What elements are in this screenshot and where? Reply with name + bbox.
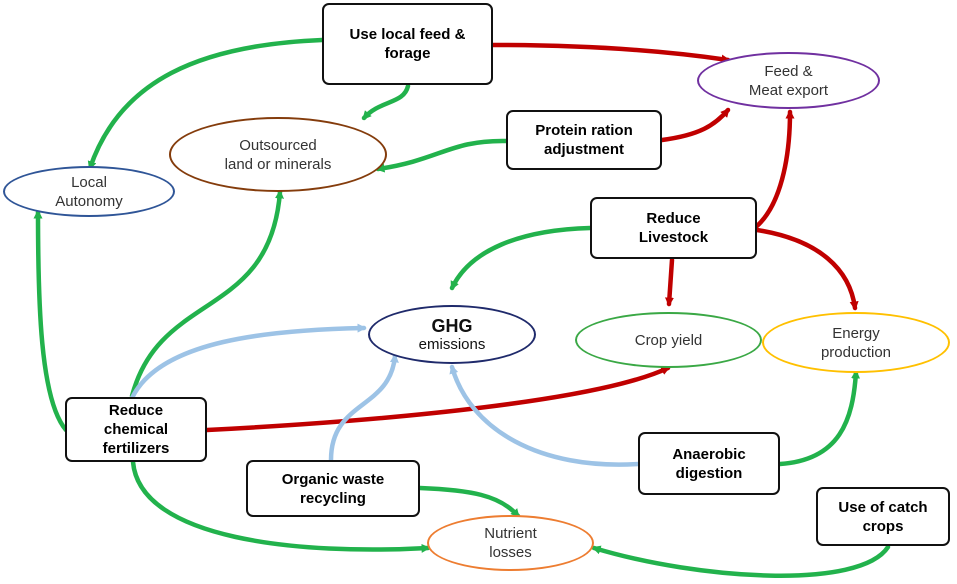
arrow-protein-to-feed-export bbox=[659, 107, 731, 143]
arrow-livestock-to-ghg bbox=[449, 225, 593, 291]
feed-meat-export-label: Feed & Meat export bbox=[748, 62, 829, 99]
crop-yield-label: Crop yield bbox=[634, 331, 703, 349]
organic-waste-label: Organic waste recycling bbox=[281, 470, 385, 507]
ghg-title: GHG bbox=[431, 315, 473, 336]
outsourced-node: Outsourced land or minerals bbox=[169, 117, 387, 192]
local-autonomy-label: Local Autonomy bbox=[55, 173, 123, 210]
arrow-catch-crops-to-nutrient bbox=[591, 544, 891, 578]
outsourced-label: Outsourced land or minerals bbox=[224, 136, 332, 173]
arrow-local-feed-to-outsourced bbox=[361, 83, 411, 121]
arrow-local-feed-to-feed-export bbox=[490, 42, 731, 64]
reduce-livestock-label: Reduce Livestock bbox=[638, 210, 709, 246]
catch-crops-box: Use of catch crops bbox=[816, 487, 950, 546]
protein-ration-label: Protein ration adjustment bbox=[535, 122, 633, 158]
ghg-subtitle: emissions bbox=[418, 335, 486, 353]
arrow-organic-waste-to-ghg bbox=[328, 353, 399, 463]
organic-waste-box: Organic waste recycling bbox=[246, 460, 420, 517]
reduce-livestock-box: Reduce Livestock bbox=[590, 197, 757, 259]
arrow-fertilizers-to-crop-yield bbox=[204, 365, 671, 433]
arrow-anaerobic-to-energy bbox=[777, 369, 861, 467]
arrow-protein-to-outsourced bbox=[375, 138, 509, 173]
arrow-local-feed-to-autonomy bbox=[87, 37, 325, 171]
arrow-livestock-to-crop-yield bbox=[664, 257, 675, 307]
arrow-livestock-to-energy bbox=[754, 227, 859, 311]
arrow-fertilizers-to-autonomy bbox=[33, 209, 69, 433]
ghg-emissions-node: GHG emissions bbox=[368, 305, 536, 364]
nutrient-losses-node: Nutrient losses bbox=[427, 515, 594, 571]
arrow-anaerobic-to-ghg bbox=[449, 364, 641, 467]
arrow-fertilizers-to-ghg bbox=[129, 323, 367, 401]
local-autonomy-node: Local Autonomy bbox=[3, 166, 175, 217]
feed-meat-export-node: Feed & Meat export bbox=[697, 52, 880, 109]
protein-ration-box: Protein ration adjustment bbox=[506, 110, 662, 170]
anaerobic-digestion-label: Anaerobic digestion bbox=[672, 445, 746, 482]
reduce-fertilizers-box: Reduce chemical fertilizers bbox=[65, 397, 207, 462]
energy-production-node: Energy production bbox=[762, 312, 950, 373]
reduce-fertilizers-label: Reduce chemical fertilizers bbox=[102, 402, 170, 457]
arrow-fertilizers-to-outsourced bbox=[129, 189, 284, 399]
crop-yield-node: Crop yield bbox=[575, 312, 762, 368]
use-local-feed-box: Use local feed & forage bbox=[322, 3, 493, 85]
nutrient-losses-label: Nutrient losses bbox=[484, 525, 537, 561]
use-local-feed-label: Use local feed & forage bbox=[349, 26, 466, 62]
arrow-fertilizers-to-nutrient bbox=[130, 459, 431, 553]
anaerobic-digestion-box: Anaerobic digestion bbox=[638, 432, 780, 495]
energy-production-label: Energy production bbox=[820, 324, 892, 361]
catch-crops-label: Use of catch crops bbox=[838, 498, 928, 535]
arrow-livestock-to-feed-export bbox=[754, 109, 795, 229]
arrow-organic-waste-to-nutrient bbox=[417, 485, 521, 519]
